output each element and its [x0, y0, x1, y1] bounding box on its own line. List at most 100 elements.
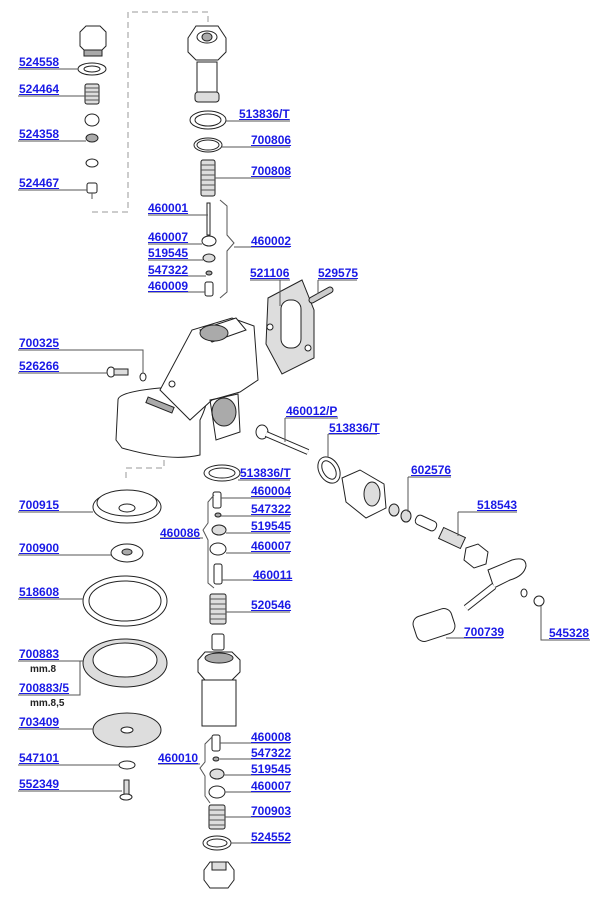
part-link-460011[interactable]: 460011	[253, 568, 293, 582]
seal-602576-a-part	[388, 503, 400, 517]
diffuser-700915-part	[92, 489, 162, 524]
part-link-521106[interactable]: 521106	[250, 266, 290, 280]
small-washer-part	[85, 158, 99, 168]
part-link-460012p[interactable]: 460012/P	[286, 404, 338, 418]
part-link-703409[interactable]: 703409	[19, 715, 60, 729]
part-link-547101[interactable]: 547101	[19, 751, 60, 765]
seal-519545-c-part	[209, 768, 225, 780]
part-link-700739[interactable]: 700739	[464, 625, 505, 639]
screw-552349-part	[119, 779, 133, 801]
part-link-552349[interactable]: 552349	[19, 777, 60, 791]
bracket-460002	[219, 199, 235, 299]
part-link-547322-c[interactable]: 547322	[251, 746, 292, 760]
part-link-524552[interactable]: 524552	[251, 830, 292, 844]
valve-body-part	[341, 469, 387, 519]
spring-518543-part	[437, 526, 467, 550]
spring-520546-part	[209, 593, 227, 625]
part-link-524558[interactable]: 524558	[19, 55, 60, 69]
washer-700325-part	[139, 372, 147, 382]
part-link-513836t-top[interactable]: 513836/T	[239, 107, 290, 121]
size-note-700883: mm.8	[30, 664, 57, 675]
oring-547322-a-part	[205, 270, 213, 276]
part-link-460004[interactable]: 460004	[251, 484, 292, 498]
part-link-460007-c[interactable]: 460007	[251, 779, 292, 793]
washer-547101-part	[118, 760, 136, 770]
part-link-460086[interactable]: 460086	[160, 526, 201, 540]
piston-part	[414, 514, 438, 532]
valve-stem-460012p-part	[255, 424, 310, 455]
part-link-518543[interactable]: 518543	[477, 498, 518, 512]
gasket-700883-part	[82, 638, 168, 688]
part-link-460002[interactable]: 460002	[251, 234, 292, 248]
spring-700903-part	[208, 804, 226, 830]
part-link-519545-a[interactable]: 519545	[148, 246, 189, 260]
seal-602576-b-part	[400, 509, 412, 523]
part-link-700900[interactable]: 700900	[19, 541, 60, 555]
nut-part	[463, 543, 489, 569]
knob-lever-part	[463, 558, 527, 611]
outlet-fitting-part	[203, 861, 235, 889]
shower-screen-703409-part	[92, 712, 162, 748]
part-link-700883-5[interactable]: 700883/5	[19, 681, 70, 695]
part-link-519545-b[interactable]: 519545	[251, 519, 292, 533]
oring-547322-b-part	[214, 512, 222, 518]
part-link-460010[interactable]: 460010	[158, 751, 199, 765]
cap-460007-b-part	[209, 542, 227, 556]
part-link-519545-c[interactable]: 519545	[251, 762, 292, 776]
part-link-700325[interactable]: 700325	[19, 336, 60, 350]
part-link-602576[interactable]: 602576	[411, 463, 452, 477]
cap-460007-c-part	[208, 785, 226, 799]
part-link-547322-b[interactable]: 547322	[251, 502, 292, 516]
part-link-460007-a[interactable]: 460007	[148, 230, 189, 244]
valve-cup-part	[84, 113, 100, 127]
plug-nut-part	[79, 25, 107, 57]
screw-526266-part	[106, 366, 129, 378]
part-link-513836t-mid[interactable]: 513836/T	[329, 421, 380, 435]
part-link-524358[interactable]: 524358	[19, 127, 60, 141]
jet-524467-part	[86, 182, 98, 199]
leader-lines	[18, 68, 590, 844]
valve-holder-part	[197, 633, 241, 727]
part-link-524467[interactable]: 524467	[19, 176, 60, 190]
gasket-plate-521106-part	[265, 279, 315, 375]
hex-460009-part	[204, 281, 214, 297]
part-link-520546[interactable]: 520546	[251, 598, 292, 612]
part-link-700903[interactable]: 700903	[251, 804, 292, 818]
pin-460001-part	[206, 202, 211, 236]
part-link-518608[interactable]: 518608	[19, 585, 60, 599]
cap-nut-545328-part	[533, 595, 545, 607]
part-link-700883[interactable]: 700883	[19, 647, 60, 661]
hex-460008-part	[211, 734, 221, 752]
washer-small-part	[520, 588, 528, 598]
part-link-460001[interactable]: 460001	[148, 201, 189, 215]
size-note-700883-5: mm.8,5	[30, 698, 65, 709]
part-link-700915[interactable]: 700915	[19, 498, 60, 512]
part-link-700808[interactable]: 700808	[251, 164, 292, 178]
pin-529575-part	[308, 286, 334, 304]
oring-547322-c-part	[212, 756, 220, 762]
hex-460004-part	[212, 491, 222, 509]
knob-cover-700739-part	[412, 608, 456, 642]
part-link-460008[interactable]: 460008	[251, 730, 292, 744]
part-link-460009[interactable]: 460009	[148, 279, 189, 293]
bracket-460010	[199, 736, 213, 804]
part-link-513836t-low[interactable]: 513836/T	[240, 466, 291, 480]
spring-524464-part	[84, 83, 100, 105]
bracket-460086	[202, 494, 215, 589]
group-body-part	[115, 317, 259, 458]
part-link-545328[interactable]: 545328	[549, 626, 590, 640]
seal-519545-b-part	[211, 524, 227, 536]
part-link-526266[interactable]: 526266	[19, 359, 60, 373]
hex-460011-part	[213, 563, 223, 585]
part-link-460007-b[interactable]: 460007	[251, 539, 292, 553]
cap-460007-a-part	[201, 235, 217, 247]
assembly-guide-body	[125, 456, 165, 478]
spring-700808-part	[200, 159, 216, 197]
part-link-529575[interactable]: 529575	[318, 266, 359, 280]
part-link-524464[interactable]: 524464	[19, 82, 60, 96]
seal-519545-a-part	[202, 253, 216, 263]
assembly-guide-top	[92, 11, 209, 213]
part-link-700806[interactable]: 700806	[251, 133, 292, 147]
part-link-547322-a[interactable]: 547322	[148, 263, 189, 277]
